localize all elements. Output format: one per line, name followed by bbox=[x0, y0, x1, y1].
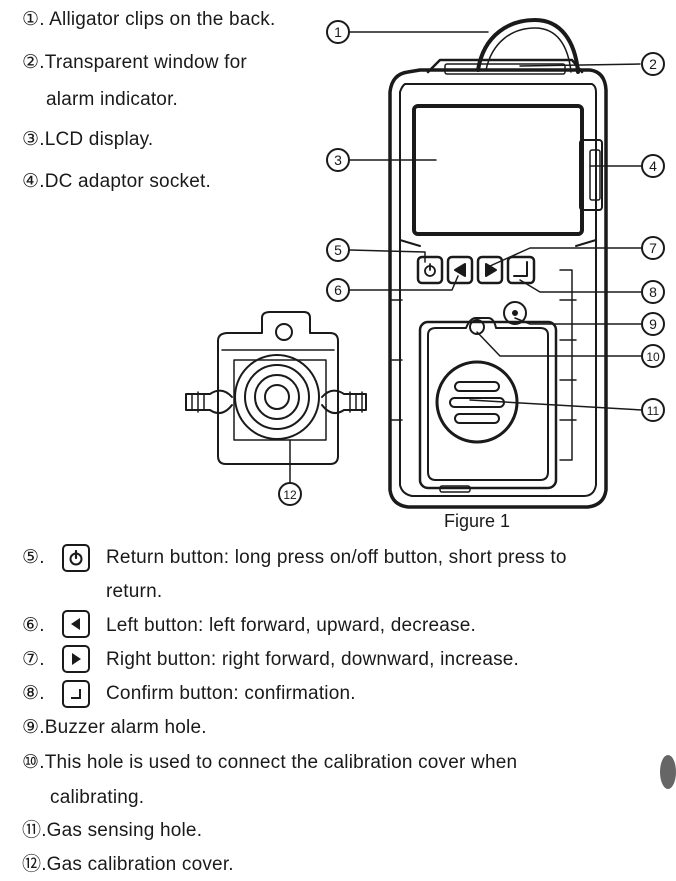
callout-2: 2 bbox=[649, 56, 657, 72]
list-item-9: ⑨.Buzzer alarm hole. bbox=[22, 717, 207, 738]
device-power-button bbox=[416, 255, 444, 285]
button-list-num-5: ⑤. bbox=[22, 547, 45, 568]
calibration-hole bbox=[469, 319, 485, 335]
buzzer-hole bbox=[503, 301, 527, 325]
left-button-desc: Left button: left forward, upward, decre… bbox=[106, 615, 477, 636]
device-confirm-button bbox=[506, 255, 536, 285]
device-left-button bbox=[446, 255, 474, 285]
list-item-11: ⑪.Gas sensing hole. bbox=[22, 820, 203, 841]
callout-11: 11 bbox=[647, 404, 660, 418]
list-item-3: ③.LCD display. bbox=[22, 129, 154, 150]
calibration-cover bbox=[217, 311, 339, 465]
list-item-4: ④.DC adaptor socket. bbox=[22, 171, 211, 192]
confirm-button-desc: Confirm button: confirmation. bbox=[106, 683, 356, 704]
power-icon bbox=[62, 544, 90, 572]
device-figure: 1 2 3 4 5 6 7 8 9 10 11 12 bbox=[185, 18, 665, 509]
callout-5: 5 bbox=[334, 242, 342, 258]
enter-icon bbox=[62, 680, 90, 708]
callout-1: 1 bbox=[334, 24, 342, 40]
left-arrow-icon bbox=[62, 610, 90, 638]
button-list-num-7: ⑦. bbox=[22, 649, 45, 670]
callout-9: 9 bbox=[649, 316, 657, 332]
alligator-clip bbox=[476, 18, 580, 74]
sensor-panel bbox=[427, 317, 549, 481]
figure-caption: Figure 1 bbox=[444, 511, 511, 531]
button-list-num-6: ⑥. bbox=[22, 615, 45, 636]
lcd-display bbox=[412, 104, 584, 236]
callout-3: 3 bbox=[334, 152, 342, 168]
right-arrow-icon bbox=[62, 645, 90, 673]
list-item-1: ①. Alligator clips on the back. bbox=[22, 9, 276, 30]
list-item-12: ⑫.Gas calibration cover. bbox=[22, 854, 234, 875]
callout-7: 7 bbox=[649, 240, 657, 256]
callout-8: 8 bbox=[649, 284, 657, 300]
list-item-2-cont: alarm indicator. bbox=[46, 89, 179, 110]
dc-socket bbox=[579, 139, 603, 211]
callout-4: 4 bbox=[649, 158, 657, 174]
return-button-desc-cont: return. bbox=[106, 581, 163, 602]
device-right-button bbox=[476, 255, 504, 285]
return-button-desc: Return button: long press on/off button,… bbox=[106, 547, 567, 568]
indicator-window bbox=[426, 58, 584, 74]
device-body bbox=[388, 68, 608, 509]
list-item-10: ⑩.This hole is used to connect the calib… bbox=[22, 752, 518, 773]
list-item-10-cont: calibrating. bbox=[50, 787, 145, 808]
button-list-num-8: ⑧. bbox=[22, 683, 45, 704]
callout-6: 6 bbox=[334, 282, 342, 298]
list-item-2: ②.Transparent window for bbox=[22, 52, 247, 73]
callout-10: 10 bbox=[646, 350, 660, 364]
page-edge-marker bbox=[660, 755, 676, 789]
right-button-desc: Right button: right forward, downward, i… bbox=[106, 649, 520, 670]
callout-12: 12 bbox=[283, 488, 297, 502]
